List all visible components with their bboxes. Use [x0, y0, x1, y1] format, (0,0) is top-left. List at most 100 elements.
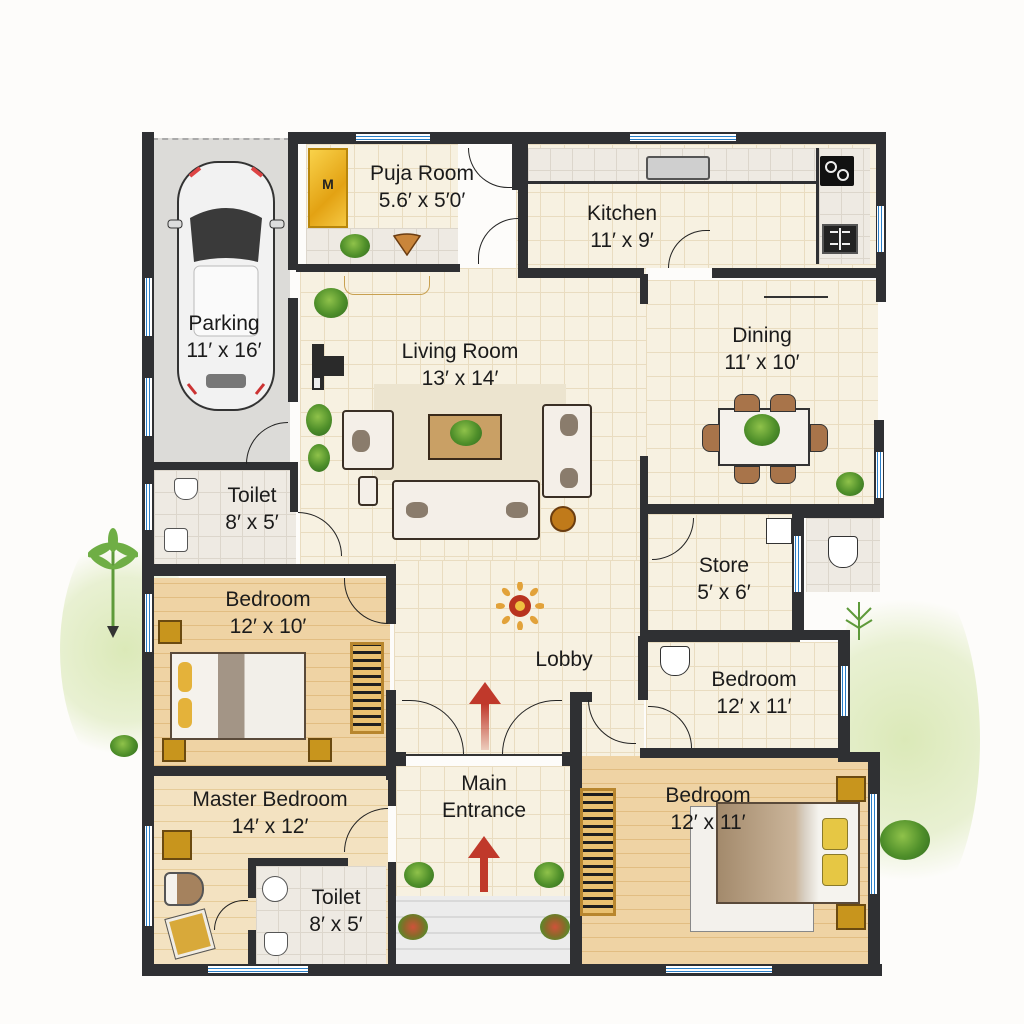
sink-icon — [646, 156, 710, 180]
flower-plant-icon — [540, 914, 570, 940]
wardrobe-icon — [350, 642, 384, 734]
dining-store-wall — [640, 504, 884, 514]
sun-motif-icon — [495, 581, 545, 631]
puja-ledge — [306, 228, 458, 264]
pillow-icon — [822, 854, 848, 886]
bedroom2-window[interactable] — [841, 666, 848, 716]
entry-arrow-icon — [469, 682, 501, 704]
cushion-icon — [560, 468, 578, 488]
toilet-bedroom1-wall — [142, 564, 396, 576]
bedroom1-window[interactable] — [145, 594, 152, 652]
pillow-icon — [178, 698, 192, 728]
lamp-icon — [550, 506, 576, 532]
chair-icon — [810, 424, 828, 452]
dining-wall-left-lower — [640, 456, 648, 514]
lobby-wall-right-top — [570, 692, 592, 702]
outer-wall-left — [142, 132, 154, 976]
dining-window[interactable] — [876, 452, 883, 498]
cabinet-icon — [344, 276, 430, 295]
cushion-icon — [560, 414, 578, 436]
cushion-icon — [506, 502, 528, 518]
kitchen-side-window[interactable] — [877, 206, 884, 252]
toilet2-wall-left — [248, 858, 256, 898]
kitchen-dining-wall-right — [712, 268, 882, 278]
pillow-icon — [822, 818, 848, 850]
washbasin-icon — [164, 528, 188, 552]
armchair-icon — [164, 872, 204, 906]
toilet-icon — [660, 646, 690, 676]
flower-plant-icon — [398, 914, 428, 940]
puja-door[interactable] — [468, 148, 512, 188]
store-toilet-floor — [806, 518, 880, 592]
bedroom2-wall-left — [638, 636, 648, 700]
puja-idol-letter: M — [322, 176, 334, 192]
nightstand-icon — [836, 776, 866, 802]
nightstand-icon — [162, 830, 192, 860]
store-toilet-wall — [804, 510, 884, 518]
pendant-light-icon — [764, 296, 828, 318]
tv-unit-icon — [312, 344, 346, 390]
diya-icon — [392, 232, 422, 257]
parking-toilet-wall — [142, 462, 298, 470]
master-wall-right — [388, 776, 396, 806]
kitchen-wall-left — [518, 144, 528, 274]
toilet1-window[interactable] — [145, 484, 152, 530]
plant-icon — [340, 234, 370, 258]
parking-window[interactable] — [145, 278, 152, 336]
toilet2-wall-left-lower — [248, 930, 256, 966]
toilet-icon — [174, 478, 198, 500]
outer-wall-bedroom3-top — [838, 752, 880, 762]
toilet2-window[interactable] — [208, 966, 308, 973]
plant-icon — [314, 288, 348, 318]
puja-kitchen-wall — [512, 144, 522, 190]
wardrobe-icon — [580, 788, 616, 916]
stove-icon — [820, 156, 854, 186]
parking-wall-right — [288, 132, 298, 270]
palm-tree-icon — [87, 528, 139, 638]
master-wall-right-lower — [388, 862, 396, 966]
fern-icon — [842, 600, 876, 640]
potted-plant-icon — [404, 862, 434, 888]
kitchen-living-door[interactable] — [478, 218, 518, 264]
kitchen-window[interactable] — [630, 134, 736, 141]
puja-idol-icon: M — [308, 148, 348, 228]
plant-icon — [744, 414, 780, 446]
master-window[interactable] — [145, 826, 152, 926]
cushion-icon — [352, 430, 370, 452]
shrub-icon — [110, 735, 138, 757]
parking-window[interactable] — [145, 378, 152, 436]
plant-icon — [450, 420, 482, 446]
entry-arrow-stem — [480, 856, 488, 892]
puja-window[interactable] — [356, 134, 430, 141]
nightstand-icon — [836, 904, 866, 930]
toilet1-wall-right — [290, 462, 298, 512]
bedroom3-window-bottom[interactable] — [666, 966, 772, 973]
washbasin-icon — [262, 876, 288, 902]
entry-arrow-icon — [468, 836, 500, 858]
entry-arrow-stem — [481, 704, 489, 750]
cushion-icon — [406, 502, 428, 518]
dining-wall-left — [640, 274, 648, 304]
toilet-icon — [264, 932, 288, 956]
bedroom3-window[interactable] — [870, 794, 877, 894]
shrub-icon — [880, 820, 930, 860]
chair-icon — [770, 394, 796, 412]
plant-icon — [308, 444, 330, 472]
chair-icon — [702, 424, 720, 452]
puja-living-wall — [296, 264, 460, 272]
store-bedroom2-wall — [640, 630, 800, 642]
car-icon — [166, 158, 286, 414]
store-window[interactable] — [794, 536, 801, 592]
